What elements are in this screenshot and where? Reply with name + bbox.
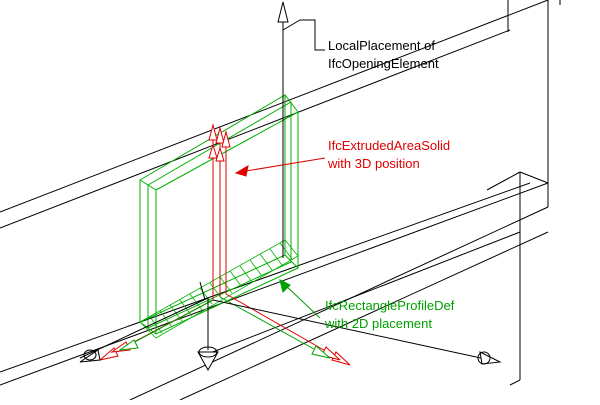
local-placement-line1: LocalPlacement of xyxy=(328,38,435,53)
opening-profile-box xyxy=(139,94,299,335)
extruded-area-solid-line1: IfcExtrudedAreaSolid xyxy=(328,138,450,153)
rectangle-profile-def-line2: with 2D placement xyxy=(324,316,432,331)
label-local-placement: LocalPlacement of IfcOpeningElement xyxy=(328,38,439,71)
label-extruded-area-solid: IfcExtrudedAreaSolid with 3D position xyxy=(327,138,450,171)
extruded-area-solid-line2: with 3D position xyxy=(327,156,420,171)
profile-placement-arrows xyxy=(118,296,331,359)
leader-lines xyxy=(234,19,326,319)
rectangle-profile-def-line1: IfcRectangleProfileDef xyxy=(325,298,455,313)
hatched-profile-base xyxy=(139,239,299,339)
extrusion-arrows xyxy=(99,123,351,366)
wall-outline xyxy=(0,0,561,401)
label-rectangle-profile-def: IfcRectangleProfileDef with 2D placement xyxy=(324,298,455,331)
local-placement-axes xyxy=(79,1,502,372)
local-placement-line2: IfcOpeningElement xyxy=(328,56,439,71)
